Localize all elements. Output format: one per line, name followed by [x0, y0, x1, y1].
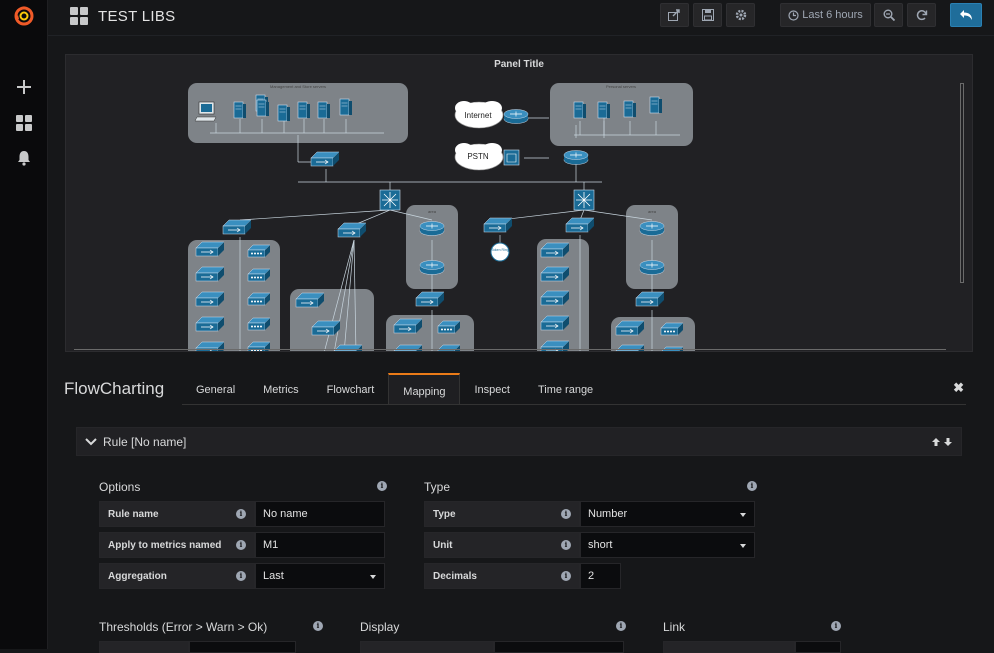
dashboard-title: TEST LIBS	[98, 7, 176, 25]
decimals-info-icon[interactable]: i	[561, 571, 571, 581]
internet-label: Internet	[464, 111, 492, 120]
tab-general[interactable]: General	[196, 384, 236, 396]
share-icon	[668, 9, 680, 21]
gear-icon	[735, 9, 746, 21]
network-diagram[interactable]: Management and Store servers Personal se…	[66, 55, 973, 352]
undo-arrow-icon	[960, 10, 972, 20]
rule-name-info-icon[interactable]: i	[236, 509, 246, 519]
panel-editor: FlowCharting General Metrics Flowchart M…	[48, 352, 994, 653]
close-editor-icon[interactable]: ✖	[953, 380, 964, 395]
tab-flowchart[interactable]: Flowchart	[326, 384, 375, 396]
group-label-management: Management and Store servers	[270, 84, 326, 89]
network-links	[210, 113, 680, 351]
workstation-icon	[194, 101, 217, 122]
decimals-input[interactable]: 2	[580, 563, 621, 589]
group-label-personal: Personal servers	[606, 84, 636, 89]
rule-name-input[interactable]: No name	[255, 501, 385, 527]
display-input[interactable]	[494, 641, 624, 653]
personal-servers-group	[550, 83, 693, 146]
type-section-title: Type	[424, 480, 451, 494]
thresholds-input[interactable]	[189, 641, 296, 653]
options-section-title: Options	[99, 480, 141, 494]
editor-tabs: General Metrics Flowchart Mapping Inspec…	[182, 373, 607, 405]
dashboard-picker[interactable]: TEST LIBS	[70, 0, 175, 32]
display-row-label	[360, 641, 494, 653]
thresholds-row-label	[99, 641, 189, 653]
type-select[interactable]: Number	[580, 501, 755, 527]
token-ring-icon: Token Ring	[490, 242, 510, 262]
pstn-cloud-icon: PSTN	[454, 143, 504, 171]
tab-time-range[interactable]: Time range	[537, 384, 594, 396]
alerting-bell-icon[interactable]	[0, 147, 48, 169]
panel-title[interactable]: Panel Title	[494, 59, 544, 70]
link-input[interactable]	[795, 641, 841, 653]
aggregation-select[interactable]: Last	[255, 563, 385, 589]
panel-horizontal-scrollbar[interactable]	[74, 349, 946, 350]
tab-inspect[interactable]: Inspect	[474, 384, 510, 396]
apply-metrics-info-icon[interactable]: i	[236, 540, 246, 550]
aggregation-info-icon[interactable]: i	[236, 571, 246, 581]
caret-down-icon	[740, 513, 746, 517]
tab-metrics[interactable]: Metrics	[263, 384, 299, 396]
grafana-logo-icon[interactable]	[0, 2, 48, 30]
tab-mapping[interactable]: Mapping	[388, 373, 461, 405]
display-info-icon[interactable]: i	[616, 621, 626, 631]
options-info-icon[interactable]: i	[377, 481, 387, 491]
zoom-out-button[interactable]	[874, 3, 903, 27]
flowchart-panel[interactable]: Panel Title Management and Store servers…	[65, 54, 973, 352]
tabs-divider	[182, 404, 966, 405]
area-label-2: area	[648, 209, 657, 214]
settings-button[interactable]	[726, 3, 755, 27]
save-dashboard-button[interactable]	[693, 3, 722, 27]
rule-header[interactable]: Rule [No name]	[76, 427, 962, 456]
unit-select[interactable]: short	[580, 532, 755, 558]
zoom-out-icon	[883, 9, 895, 21]
save-icon	[701, 9, 714, 21]
time-range-label: Last 6 hours	[802, 9, 863, 21]
chevron-down-icon[interactable]	[85, 437, 97, 447]
display-section-title: Display	[360, 620, 400, 634]
token-ring-label: Token Ring	[491, 248, 509, 252]
apply-to-metrics-input[interactable]: M1	[255, 532, 385, 558]
clock-icon	[788, 9, 799, 21]
panel-vertical-scrollbar[interactable]	[960, 83, 964, 283]
refresh-button[interactable]	[907, 3, 936, 27]
back-to-dashboard-button[interactable]	[950, 3, 982, 27]
unit-info-icon[interactable]: i	[561, 540, 571, 550]
pbx-icon	[503, 149, 520, 166]
link-row-label	[663, 641, 795, 653]
caret-down-icon	[740, 544, 746, 548]
refresh-icon	[916, 10, 927, 21]
type-row-info-icon[interactable]: i	[561, 509, 571, 519]
move-rule-arrows-icon[interactable]	[931, 437, 955, 447]
thresholds-info-icon[interactable]: i	[313, 621, 323, 631]
side-menu	[0, 0, 48, 649]
rule-title: Rule [No name]	[103, 434, 187, 449]
pstn-label: PSTN	[467, 152, 489, 161]
type-info-icon[interactable]: i	[747, 481, 757, 491]
area-label-1: area	[428, 209, 437, 214]
caret-down-icon	[370, 575, 376, 579]
dashboard-grid-icon	[70, 7, 88, 25]
top-navbar: TEST LIBS Last 6 hours	[48, 0, 994, 36]
time-picker-button[interactable]: Last 6 hours	[780, 3, 871, 27]
link-info-icon[interactable]: i	[831, 621, 841, 631]
internet-cloud-icon: Internet	[454, 101, 504, 129]
thresholds-section-title: Thresholds (Error > Warn > Ok)	[99, 620, 268, 634]
dashboards-grid-icon[interactable]	[0, 112, 48, 134]
editor-title: FlowCharting	[64, 379, 165, 398]
share-button[interactable]	[660, 3, 689, 27]
link-section-title: Link	[663, 620, 686, 634]
create-plus-icon[interactable]	[0, 76, 48, 98]
